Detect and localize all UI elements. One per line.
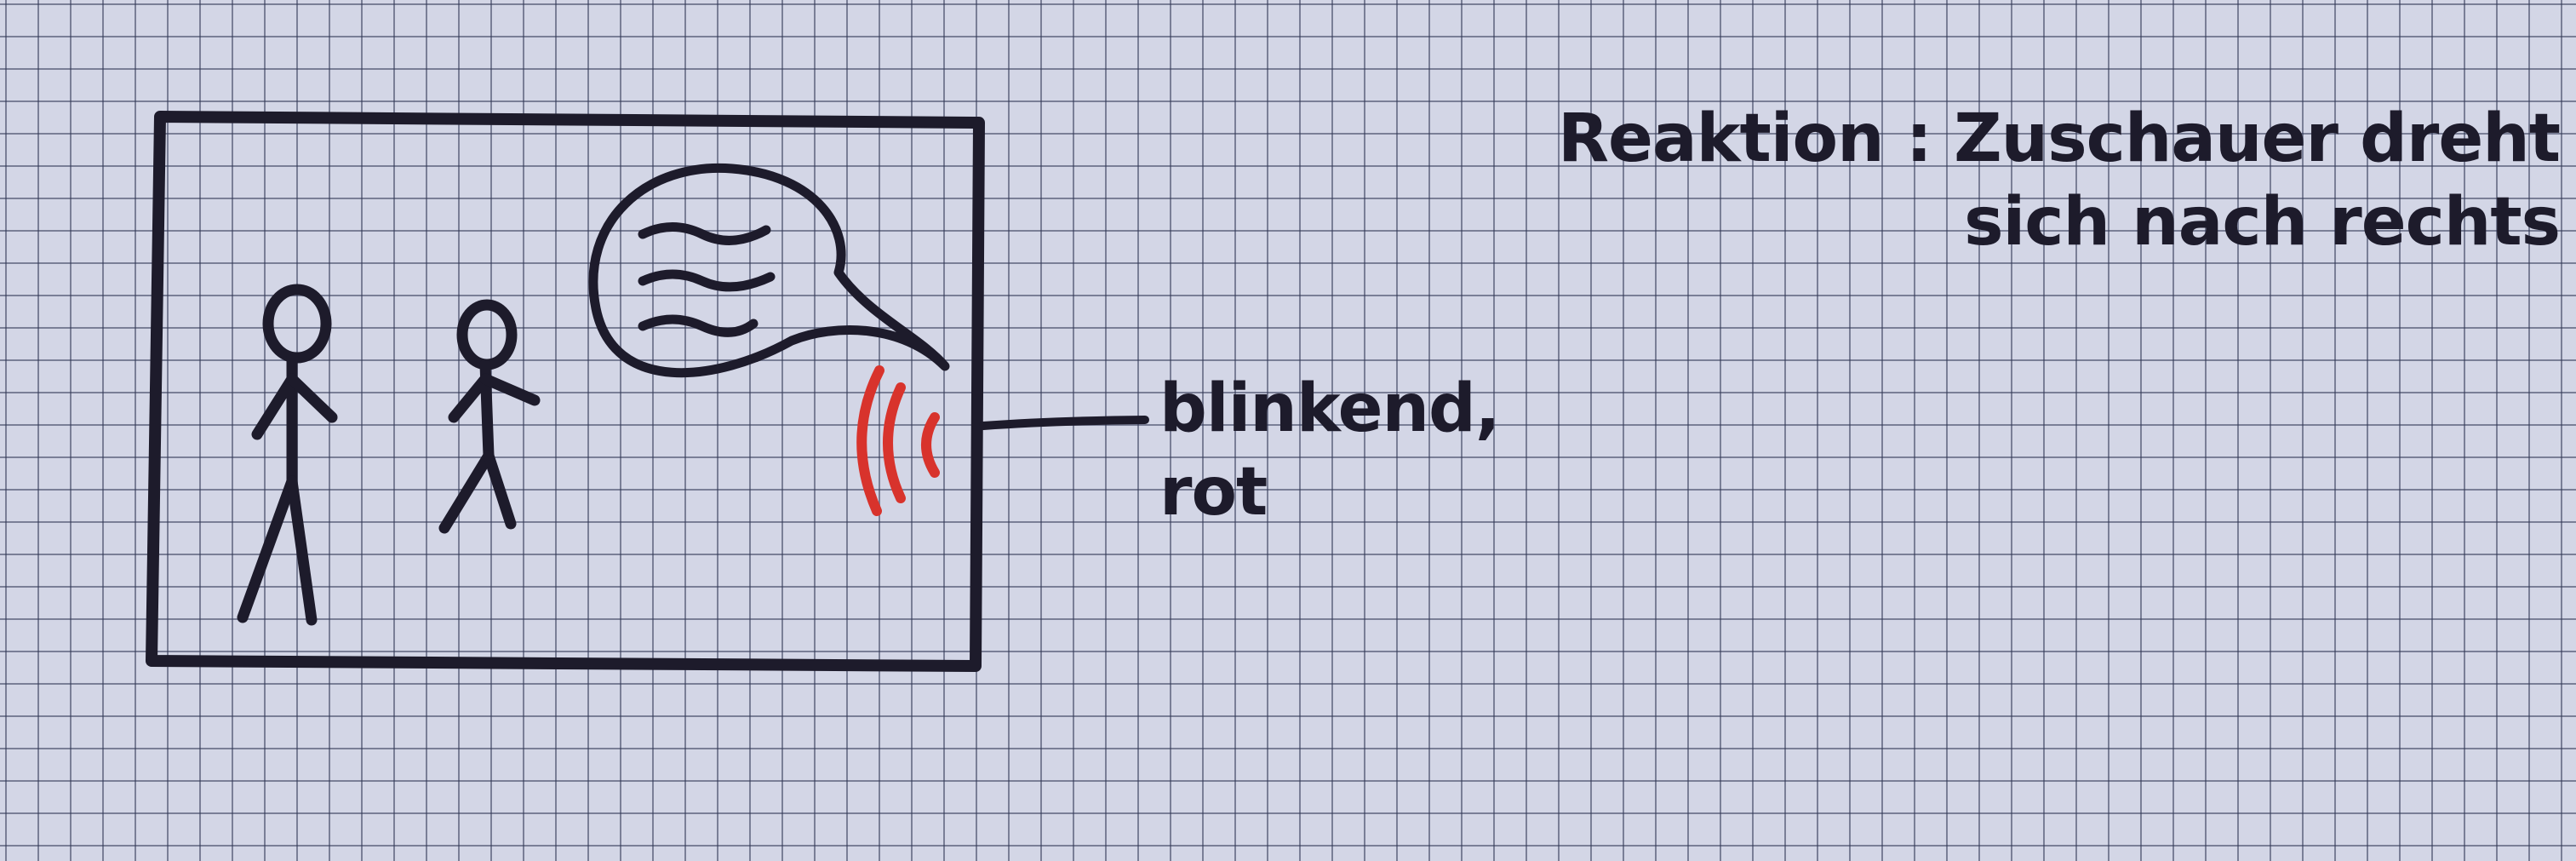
annotation-line-1: blinkend, [1159,370,1501,447]
annotation-label: blinkend, rot [1159,368,1501,534]
sound-wave-icon [856,365,940,516]
speech-bubble [588,163,950,378]
annotation-connector [979,416,1149,430]
stick-figure-adult [237,284,338,626]
reaction-line-1: Reaktion : Zuschauer dreht [1558,100,2561,177]
reaction-line-2: sich nach rechts [1964,183,2561,261]
annotation-line-2: rot [1159,453,1268,531]
screen-frame [146,111,985,672]
reaction-note: Reaktion : Zuschauer dreht sich nach rec… [1558,98,2561,264]
stick-figure-child [438,299,541,534]
